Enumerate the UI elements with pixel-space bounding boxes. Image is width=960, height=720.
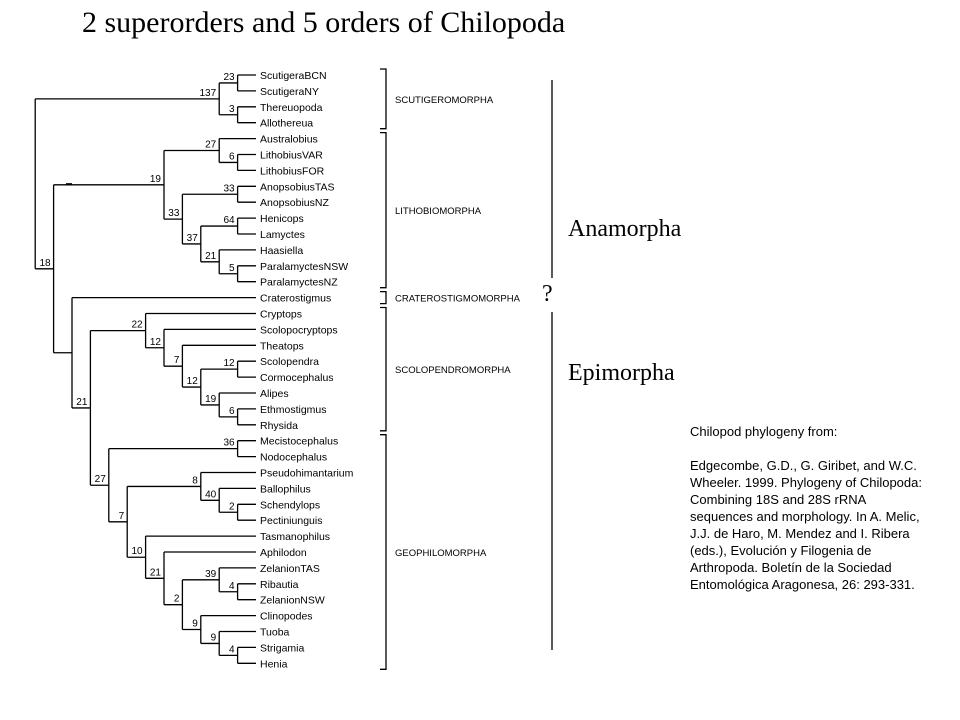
order-bracket	[380, 131, 387, 289]
support-value: 27	[205, 140, 217, 151]
taxon-label-scolopocryptops: Scolopocryptops	[260, 324, 338, 336]
citation-heading: Chilopod phylogeny from:	[690, 424, 838, 439]
support-value: 39	[205, 569, 217, 580]
taxon-label-anopsobiustas: AnopsobiusTAS	[260, 181, 335, 193]
support-value: 10	[131, 546, 143, 557]
citation-block: Chilopod phylogeny from: Edgecombe, G.D.…	[690, 423, 930, 593]
support-value: 23	[223, 72, 235, 83]
epimorpha-label: Epimorpha	[568, 360, 675, 386]
taxon-label-lamyctes: Lamyctes	[260, 229, 305, 241]
taxon-label-aphilodon: Aphilodon	[260, 547, 307, 559]
taxon-label-pectiniunguis: Pectiniunguis	[260, 515, 322, 527]
taxon-label-ribautia: Ribautia	[260, 579, 299, 591]
support-value: 21	[76, 397, 88, 408]
support-value: 5	[229, 263, 235, 274]
order-bracket	[380, 290, 387, 305]
support-value: 21	[150, 567, 162, 578]
taxon-label-scolopendra: Scolopendra	[260, 356, 319, 368]
support-value: 33	[223, 183, 235, 194]
taxon-label-cormocephalus: Cormocephalus	[260, 372, 334, 384]
support-value: 12	[187, 376, 199, 387]
taxon-label-henicops: Henicops	[260, 213, 304, 225]
anamorpha-label: Anamorpha	[568, 216, 682, 242]
support-value: 4	[229, 644, 235, 655]
order-label-craterostigmomorpha: CRATEROSTIGMOMORPHA	[395, 294, 521, 305]
order-label-scutigeromorpha: SCUTIGEROMORPHA	[395, 95, 494, 106]
order-bracket	[380, 434, 387, 670]
support-value: 9	[192, 619, 198, 630]
support-value: 12	[150, 337, 162, 348]
support-value: 7	[119, 511, 125, 522]
taxon-label-theatops: Theatops	[260, 340, 304, 352]
taxon-label-ethmostigmus: Ethmostigmus	[260, 404, 327, 416]
taxon-label-zelanionnsw: ZelanionNSW	[260, 595, 325, 607]
taxon-label-alipes: Alipes	[260, 388, 289, 400]
support-value: 6	[229, 151, 235, 162]
taxon-label-zelaniontas: ZelanionTAS	[260, 563, 320, 575]
citation-text: Edgecombe, G.D., G. Giribet, and W.C. Wh…	[690, 458, 922, 592]
uncertain-placement-mark: ?	[542, 281, 553, 307]
taxon-label-rhysida: Rhysida	[260, 420, 298, 432]
support-value: 37	[187, 233, 199, 244]
support-value: 36	[223, 438, 235, 449]
support-value: 18	[39, 258, 51, 269]
support-value: 19	[205, 394, 217, 405]
taxon-label-mecistocephalus: Mecistocephalus	[260, 436, 338, 448]
support-value: 7	[174, 355, 180, 366]
page-title: 2 superorders and 5 orders of Chilopoda	[82, 6, 566, 39]
order-label-geophilomorpha: GEOPHILOMORPHA	[395, 548, 487, 559]
support-value: 2	[174, 594, 180, 605]
taxon-label-nodocephalus: Nodocephalus	[260, 452, 327, 464]
support-value: 21	[205, 251, 217, 262]
support-value: 6	[229, 406, 235, 417]
support-value: 137	[200, 88, 217, 99]
taxon-label-thereuopoda: Thereuopoda	[260, 102, 323, 114]
taxon-label-clinopodes: Clinopodes	[260, 611, 313, 623]
taxon-label-australobius: Australobius	[260, 134, 318, 146]
order-label-scolopendromorpha: SCOLOPENDROMORPHA	[395, 365, 511, 376]
support-value: 27	[95, 474, 107, 485]
taxon-label-paralamyctesnz: ParalamyctesNZ	[260, 277, 338, 289]
taxon-label-strigamia: Strigamia	[260, 642, 305, 654]
taxon-label-cryptops: Cryptops	[260, 309, 302, 321]
taxon-label-lithobiusfor: LithobiusFOR	[260, 165, 325, 177]
taxon-label-craterostigmus: Craterostigmus	[260, 293, 331, 305]
order-bracket	[380, 68, 387, 130]
support-value: 4	[229, 581, 235, 592]
taxon-label-tuoba: Tuoba	[260, 627, 290, 639]
taxon-label-anopsobiusnz: AnopsobiusNZ	[260, 197, 329, 209]
support-value: 8	[192, 475, 198, 486]
order-label-lithobiomorpha: LITHOBIOMORPHA	[395, 206, 482, 217]
support-value: 19	[150, 174, 162, 185]
support-value: 40	[205, 489, 217, 500]
taxon-label-ballophilus: Ballophilus	[260, 483, 311, 495]
taxon-label-scutigerany: ScutigeraNY	[260, 86, 319, 98]
taxon-label-haasiella: Haasiella	[260, 245, 303, 257]
support-value: 2	[229, 501, 235, 512]
taxon-label-henia: Henia	[260, 658, 288, 670]
taxon-label-pseudohimantarium: Pseudohimantarium	[260, 468, 354, 480]
support-value: 3	[229, 104, 235, 115]
taxon-label-tasmanophilus: Tasmanophilus	[260, 531, 330, 543]
support-value: 64	[223, 215, 235, 226]
taxon-label-lithobiusvar: LithobiusVAR	[260, 150, 323, 162]
support-value: 22	[131, 320, 143, 331]
order-bracket	[380, 306, 387, 432]
taxon-label-schendylops: Schendylops	[260, 499, 320, 511]
taxon-label-paralamyctesnsw: ParalamyctesNSW	[260, 261, 348, 273]
support-value: 12	[223, 358, 235, 369]
support-value: 9	[211, 632, 217, 643]
taxon-label-allothereua: Allothereua	[260, 118, 313, 130]
taxon-label-scutigerabcn: ScutigeraBCN	[260, 70, 327, 82]
support-value: 33	[168, 208, 180, 219]
